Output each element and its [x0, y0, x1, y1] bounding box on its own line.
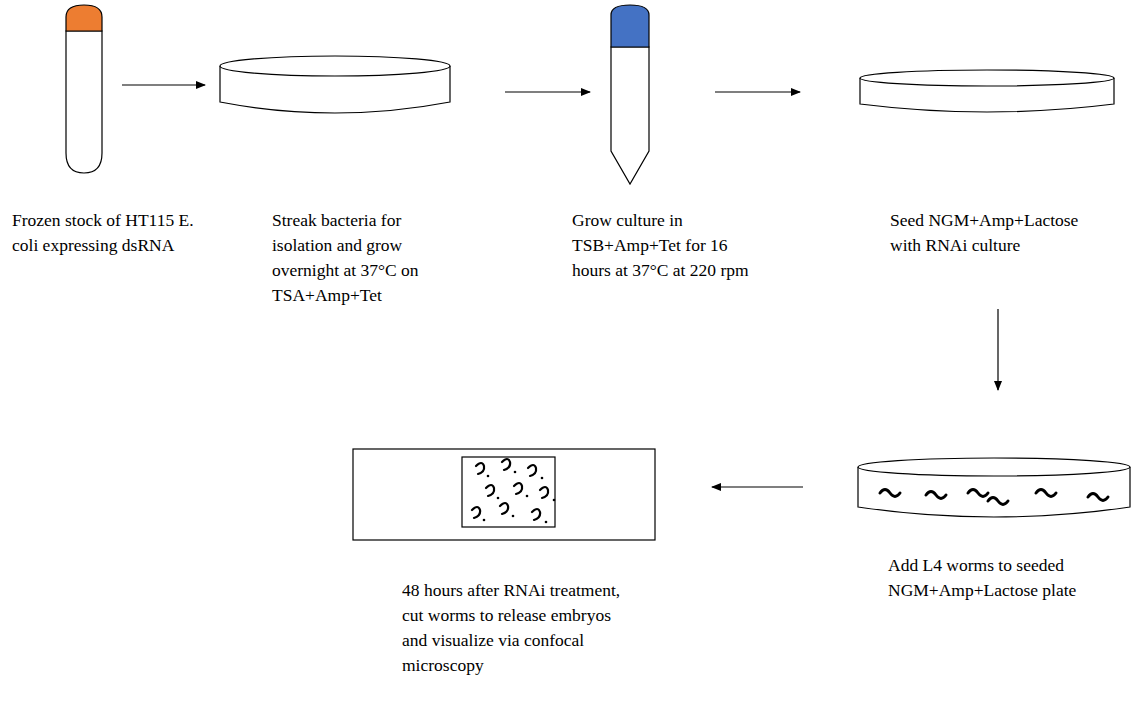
- process-step: Streak bacteria for isolation and grow o…: [218, 52, 452, 118]
- flow-arrow: [997, 309, 998, 390]
- flow-arrow: [712, 486, 803, 487]
- worm-plate: [856, 455, 1132, 531]
- step-caption: Seed NGM+Amp+Lactose with RNAi culture: [890, 208, 1112, 258]
- process-step: Frozen stock of HT115 E. coli expressing…: [62, 3, 106, 175]
- flow-arrow: [122, 84, 205, 85]
- cryo-tube: [62, 3, 106, 175]
- step-caption: Add L4 worms to seeded NGM+Amp+Lactose p…: [888, 553, 1110, 603]
- flow-arrow: [505, 91, 590, 92]
- process-step: Add L4 worms to seeded NGM+Amp+Lactose p…: [856, 455, 1132, 635]
- process-step: Seed NGM+Amp+Lactose with RNAi culture: [858, 68, 1116, 264]
- microscope-slide: [352, 448, 656, 541]
- petri-dish: [858, 68, 1116, 116]
- step-caption: 48 hours after RNAi treatment, cut worms…: [402, 578, 627, 678]
- step-caption: Grow culture in TSB+Amp+Tet for 16 hours…: [572, 208, 762, 283]
- process-step: Grow culture in TSB+Amp+Tet for 16 hours…: [607, 3, 653, 187]
- step-caption: Frozen stock of HT115 E. coli expressing…: [12, 208, 194, 258]
- flow-arrow: [715, 91, 800, 92]
- petri-dish: [218, 52, 452, 118]
- process-step: 48 hours after RNAi treatment, cut worms…: [352, 448, 656, 541]
- step-caption: Streak bacteria for isolation and grow o…: [272, 208, 452, 308]
- conical-tube: [607, 3, 653, 187]
